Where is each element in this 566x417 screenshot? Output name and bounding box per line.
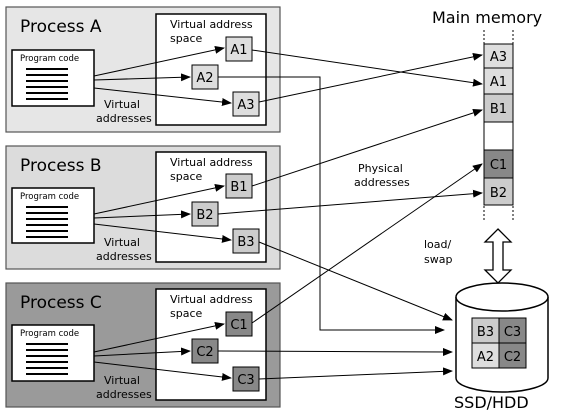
process-a-virtual-addresses-label: Virtual addresses bbox=[96, 98, 152, 125]
process-c: Process C Virtual address space Program … bbox=[5, 282, 281, 408]
ssd-cell-4 bbox=[498, 342, 527, 369]
physical-mapping-arrows bbox=[217, 49, 483, 380]
arrow-code-a-to-a2 bbox=[93, 73, 191, 82]
block-a1-label: A1 bbox=[230, 43, 247, 58]
block-a3-label: A3 bbox=[237, 98, 254, 113]
arrow-c3-to-ssd bbox=[258, 367, 453, 380]
main-memory-slot-2-label: A1 bbox=[490, 75, 507, 90]
block-c3 bbox=[232, 366, 260, 392]
block-a3 bbox=[232, 91, 260, 117]
main-memory-slot-5 bbox=[483, 149, 514, 179]
block-c1-label: C1 bbox=[230, 318, 247, 333]
process-a-vas-label: Virtual address space bbox=[170, 18, 256, 45]
block-c3-label: C3 bbox=[237, 373, 254, 388]
process-b-vas-label: Virtual address space bbox=[170, 156, 256, 183]
process-a: Process A Virtual address space Program … bbox=[5, 6, 281, 133]
process-a-code-lines-icon bbox=[26, 68, 68, 100]
process-b-program-code-box bbox=[11, 187, 95, 244]
virtual-address-arrows bbox=[93, 45, 232, 381]
process-c-code-lines-icon bbox=[26, 343, 68, 375]
process-a-program-code-box bbox=[11, 49, 95, 107]
block-b1 bbox=[225, 173, 253, 199]
block-b2-label: B2 bbox=[196, 208, 213, 223]
arrow-code-a-to-a1 bbox=[93, 45, 225, 77]
physical-addresses-label: Physical addresses bbox=[354, 162, 410, 189]
process-c-virtual-addresses-label: Virtual addresses bbox=[96, 374, 152, 401]
main-memory-slot-2 bbox=[483, 67, 514, 95]
ssd-cell-3-label: A2 bbox=[477, 350, 494, 365]
main-memory-slot-3 bbox=[483, 93, 514, 123]
process-b-title: Process B bbox=[20, 156, 102, 176]
main-memory-title: Main memory bbox=[432, 8, 542, 27]
arrow-code-b-to-b2 bbox=[93, 210, 191, 219]
arrow-b2-to-memory bbox=[217, 189, 483, 215]
block-b1-label: B1 bbox=[230, 180, 247, 195]
process-c-title: Process C bbox=[20, 293, 102, 313]
ssd-hdd: B3 C3 A2 C2 SSD/HDD bbox=[454, 282, 549, 412]
process-a-program-code-label: Program code bbox=[20, 54, 79, 64]
block-b2 bbox=[191, 201, 219, 227]
main-memory-slot-6-label: B2 bbox=[490, 186, 507, 201]
arrow-a2-to-ssd bbox=[218, 76, 445, 334]
main-memory-slot-5-label: C1 bbox=[490, 158, 507, 173]
arrow-b1-to-memory bbox=[251, 109, 483, 187]
arrow-code-c-to-c2 bbox=[93, 347, 191, 357]
block-c1 bbox=[225, 311, 253, 337]
ssd-cell-4-label: C2 bbox=[504, 350, 521, 365]
block-b3 bbox=[232, 228, 260, 254]
arrow-c1-to-memory bbox=[251, 163, 483, 324]
process-c-program-code-box bbox=[11, 324, 95, 382]
arrow-code-b-to-b3 bbox=[93, 223, 232, 243]
arrow-code-c-to-c3 bbox=[93, 361, 232, 381]
main-memory-slot-4 bbox=[483, 121, 514, 151]
main-memory-slot-6 bbox=[483, 177, 514, 206]
arrow-a1-to-memory bbox=[251, 49, 483, 87]
process-b-code-lines-icon bbox=[26, 206, 68, 238]
process-b: Process B Virtual address space Program … bbox=[5, 145, 281, 270]
load-swap-double-arrow-icon bbox=[483, 228, 513, 284]
arrow-c2-to-ssd bbox=[217, 347, 453, 356]
process-b-virtual-addresses-label: Virtual addresses bbox=[96, 236, 152, 263]
arrow-code-c-to-c1 bbox=[93, 321, 225, 353]
block-a1 bbox=[225, 36, 253, 62]
main-memory-slot-1-label: A3 bbox=[490, 50, 507, 65]
ssd-title: SSD/HDD bbox=[454, 393, 529, 412]
process-c-vas-label: Virtual address space bbox=[170, 293, 256, 320]
process-a-title: Process A bbox=[20, 17, 102, 37]
main-memory-slot-3-label: B1 bbox=[490, 102, 507, 117]
process-b-program-code-label: Program code bbox=[20, 192, 79, 202]
block-a2-label: A2 bbox=[196, 71, 213, 86]
block-b3-label: B3 bbox=[237, 235, 254, 250]
ssd-cell-2 bbox=[498, 317, 527, 344]
block-c2-label: C2 bbox=[196, 345, 213, 360]
arrow-code-b-to-b1 bbox=[93, 183, 225, 215]
arrow-b3-to-ssd bbox=[258, 241, 453, 321]
arrow-code-a-to-a3 bbox=[93, 87, 232, 106]
ssd-cell-1 bbox=[471, 317, 500, 344]
ssd-cell-1-label: B3 bbox=[477, 325, 494, 340]
load-swap-label: load/ swap bbox=[424, 238, 455, 266]
ssd-cell-2-label: C3 bbox=[504, 325, 521, 340]
main-memory-slot-1 bbox=[483, 43, 514, 69]
ssd-cylinder-top bbox=[455, 282, 549, 312]
main-memory: Main memory A3 A1 B1 C1 B2 bbox=[432, 8, 542, 222]
process-c-program-code-label: Program code bbox=[20, 329, 79, 339]
arrow-a3-to-memory bbox=[258, 52, 483, 103]
